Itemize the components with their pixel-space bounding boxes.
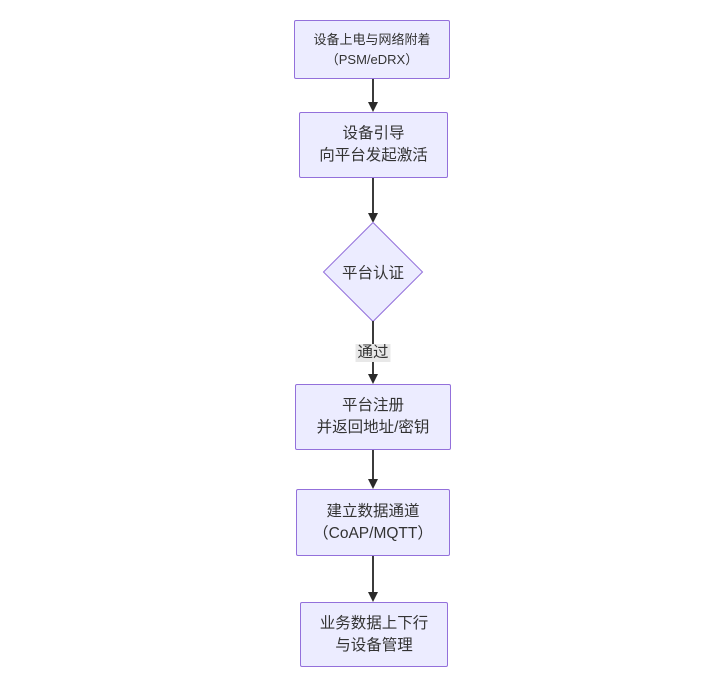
node-text-line: 并返回地址/密钥 <box>316 419 430 436</box>
node-text-line: 设备引导 <box>342 125 405 142</box>
arrowhead-icon <box>368 592 378 602</box>
node-text-line: 平台注册 <box>341 397 404 414</box>
arrowhead-icon <box>368 102 378 112</box>
node-text-line: 业务数据上下行 <box>319 614 429 632</box>
node-business-data: 业务数据上下行 与设备管理 <box>300 602 448 667</box>
node-data-channel: 建立数据通道 （CoAP/MQTT） <box>296 489 450 556</box>
arrowhead-icon <box>368 374 378 384</box>
node-text-line: 向平台发起激活 <box>319 147 428 164</box>
arrowhead-icon <box>368 213 378 223</box>
node-power-network-attach: 设备上电与网络附着 （PSM/eDRX） <box>294 20 450 79</box>
edge-line-5 <box>372 556 374 592</box>
node-platform-register: 平台注册 并返回地址/密钥 <box>295 384 451 450</box>
node-platform-auth: 平台认证 <box>322 221 424 323</box>
edge-line-2 <box>372 178 374 213</box>
node-device-bootstrap: 设备引导 向平台发起激活 <box>299 112 448 178</box>
node-text-line: 平台认证 <box>341 265 404 282</box>
arrowhead-icon <box>368 479 378 489</box>
edge-line-1 <box>372 79 374 103</box>
node-text-line: 建立数据通道 <box>326 502 420 520</box>
node-text-line: （PSM/eDRX） <box>325 51 419 67</box>
node-text-line: （CoAP/MQTT） <box>313 524 433 542</box>
node-text-line: 与设备管理 <box>335 636 413 654</box>
edge-label-pass: 通过 <box>355 344 391 362</box>
edge-line-4 <box>372 450 374 479</box>
node-text-line: 设备上电与网络附着 <box>313 31 431 47</box>
